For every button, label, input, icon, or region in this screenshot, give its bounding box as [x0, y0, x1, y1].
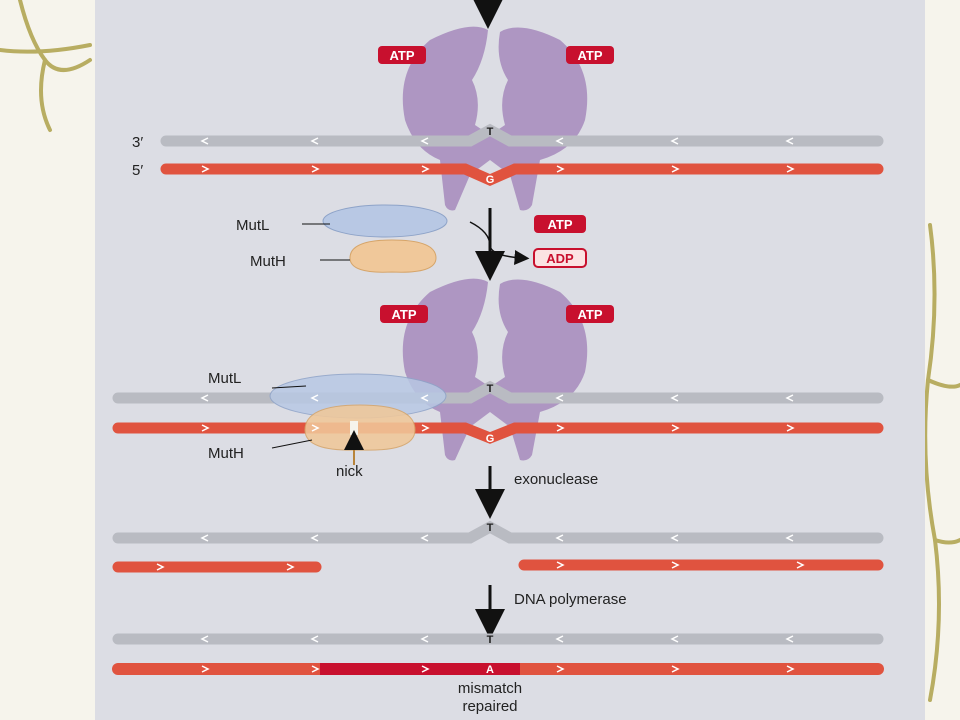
adp-badge-icon: ADP	[533, 248, 587, 268]
chevron-right-icon	[156, 563, 165, 571]
adp-output-label: ADP	[546, 251, 574, 266]
atp-label-left-2: ATP	[391, 307, 416, 322]
atp-badge-icon: ATP	[380, 305, 428, 323]
strand-end-3prime: 3′	[132, 134, 143, 151]
new-synthesis-segment	[320, 663, 520, 675]
chevron-left-icon	[670, 635, 679, 643]
dna-polymerase-label: DNA polymerase	[514, 591, 627, 608]
chevron-right-icon	[671, 424, 680, 432]
atp-label-right: ATP	[577, 48, 602, 63]
chevron-right-icon	[421, 165, 430, 173]
strand-end-5prime: 5′	[132, 162, 143, 179]
repaired-base: A	[486, 664, 494, 676]
mismatch-base-top-3: T	[487, 522, 494, 534]
chevron-right-icon	[556, 424, 565, 432]
chevron-left-icon	[200, 635, 209, 643]
mismatch-base-bottom-2: G	[486, 433, 495, 445]
template-strand	[112, 520, 884, 544]
mutL-protein	[322, 204, 448, 238]
mutH-protein	[304, 404, 416, 451]
mismatch-base-top: T	[487, 126, 494, 138]
chevron-right-icon	[201, 665, 210, 673]
chevron-right-icon	[201, 165, 210, 173]
chevron-right-icon	[421, 424, 430, 432]
daughter-strand	[112, 422, 884, 444]
exonuclease-label: exonuclease	[514, 471, 598, 488]
chevron-left-icon	[785, 394, 794, 402]
atp-hydrolysis-arrow	[469, 221, 530, 265]
chevron-left-icon	[310, 534, 319, 542]
atp-label-right-2: ATP	[577, 307, 602, 322]
chevron-left-icon	[555, 394, 564, 402]
mutH-protein	[349, 239, 437, 273]
caption-line-1: mismatch	[458, 680, 522, 697]
chevron-left-icon	[420, 635, 429, 643]
chevron-left-icon	[670, 137, 679, 145]
chevron-left-icon	[200, 394, 209, 402]
chevron-right-icon	[311, 424, 320, 432]
template-strand	[112, 380, 884, 404]
chevron-right-icon	[671, 165, 680, 173]
mutS-clamp-icon	[402, 278, 588, 461]
chevron-left-icon	[310, 635, 319, 643]
chevron-left-icon	[200, 137, 209, 145]
chevron-right-icon	[796, 561, 805, 569]
chevron-right-icon	[556, 165, 565, 173]
mutH-leader	[271, 439, 313, 449]
daughter-strand	[160, 163, 884, 187]
nick-gap	[350, 421, 358, 435]
nick-label: nick	[336, 463, 363, 480]
chevron-right-icon	[556, 561, 565, 569]
chevron-right-icon	[786, 665, 795, 673]
template-strand	[160, 123, 884, 147]
mutH-label: MutH	[250, 253, 286, 270]
atp-label-left: ATP	[389, 48, 414, 63]
chevron-right-icon	[671, 561, 680, 569]
chevron-left-icon	[670, 394, 679, 402]
chevron-right-icon	[311, 165, 320, 173]
chevron-right-icon	[556, 665, 565, 673]
mismatch-base-top-2: T	[487, 383, 494, 395]
atp-badge-icon: ATP	[566, 46, 614, 64]
atp-input-label: ATP	[547, 217, 572, 232]
chevron-right-icon	[786, 424, 795, 432]
chevron-left-icon	[420, 394, 429, 402]
chevron-right-icon	[786, 165, 795, 173]
chevron-left-icon	[785, 635, 794, 643]
mismatch-base-top-4: T	[487, 634, 494, 646]
chevron-right-icon	[671, 665, 680, 673]
chevron-right-icon	[311, 665, 320, 673]
mutH-label-2: MutH	[208, 445, 244, 462]
chevron-left-icon	[555, 635, 564, 643]
strand-direction-chevrons	[156, 137, 805, 673]
chevron-left-icon	[310, 394, 319, 402]
atp-badge-icon: ATP	[534, 215, 586, 233]
chevron-left-icon	[670, 534, 679, 542]
chevron-left-icon	[420, 534, 429, 542]
mutL-label-2: MutL	[208, 370, 241, 387]
mismatch-base-bottom: G	[486, 174, 495, 186]
chevron-left-icon	[420, 137, 429, 145]
atp-badge-icon: ATP	[378, 46, 426, 64]
chevron-left-icon	[555, 137, 564, 145]
chevron-right-icon	[421, 665, 430, 673]
chevron-left-icon	[785, 534, 794, 542]
mutL-leader	[271, 385, 307, 389]
chevron-left-icon	[555, 534, 564, 542]
caption-line-2: repaired	[462, 698, 517, 715]
chevron-left-icon	[310, 137, 319, 145]
chevron-left-icon	[785, 137, 794, 145]
chevron-right-icon	[201, 424, 210, 432]
chevron-left-icon	[200, 534, 209, 542]
mutL-label: MutL	[236, 217, 269, 234]
chevron-right-icon	[286, 563, 295, 571]
atp-badge-icon: ATP	[566, 305, 614, 323]
